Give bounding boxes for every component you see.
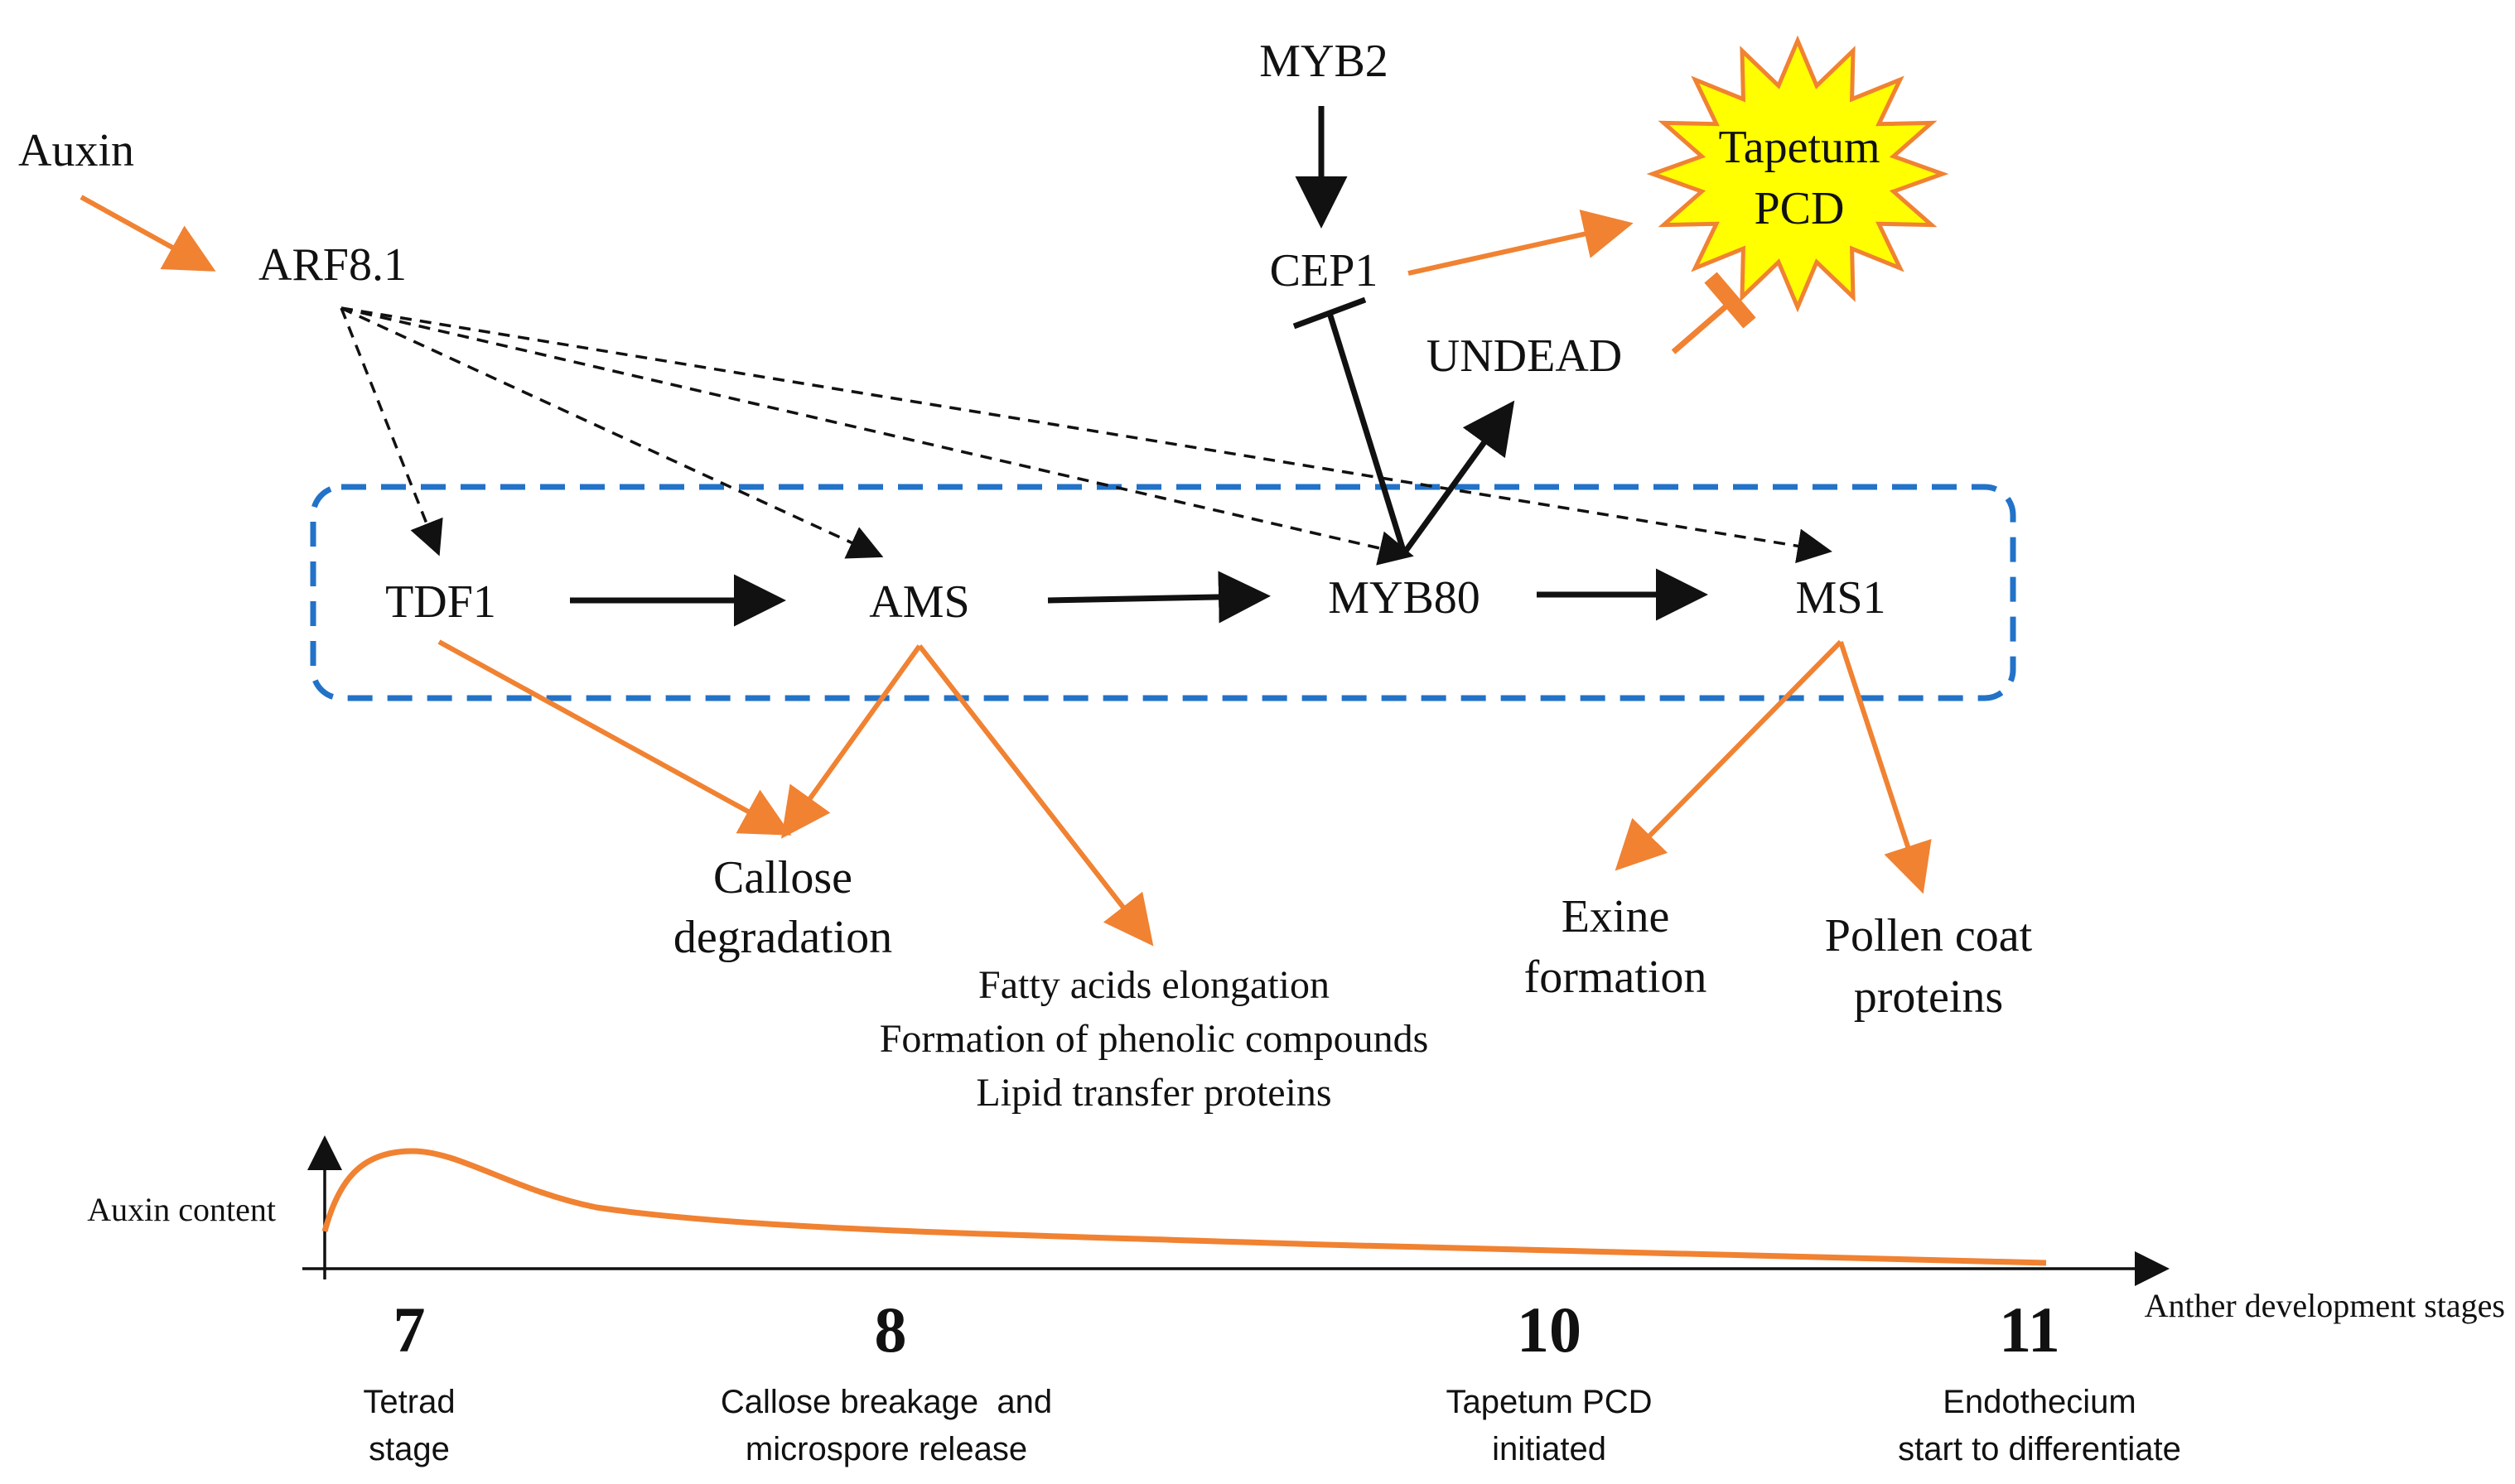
node-arf8: ARF8.1 <box>258 239 407 291</box>
stage-number-8: 8 <box>875 1294 907 1366</box>
stage-desc-10-line2: initiated <box>1492 1431 1606 1467</box>
dashed-arf8-to-myb80 <box>340 306 1414 566</box>
inhibit-myb80-to-cep1-bar <box>1292 296 1367 330</box>
node-tdf1: TDF1 <box>385 576 496 628</box>
stage-number-7: 7 <box>393 1294 426 1366</box>
stage-desc-8-line2: microspore release <box>746 1431 1027 1467</box>
arrow-cep1-to-pcd <box>1407 210 1634 276</box>
arrow-ams-to-targets <box>917 644 1154 947</box>
stage-number-10: 10 <box>1517 1294 1581 1366</box>
stage-desc-11-line2: start to differentiate <box>1898 1431 2181 1467</box>
y-axis-label: Auxin content <box>87 1191 276 1228</box>
outcome-pollen-line1: Pollen coat <box>1825 910 2033 961</box>
outcome-ams-target-2: Formation of phenolic compounds <box>880 1017 1429 1061</box>
arrow-ams-to-callose <box>781 644 922 839</box>
node-myb80: MYB80 <box>1328 572 1480 624</box>
stage-number-11: 11 <box>1999 1294 2060 1366</box>
inhibit-myb80-to-cep1 <box>1326 311 1407 555</box>
auxin-content-curve <box>321 1148 2047 1266</box>
outcome-callose-line2: degradation <box>673 912 892 963</box>
node-myb2: MYB2 <box>1259 36 1388 87</box>
arrow-auxin-to-arf8 <box>80 195 216 272</box>
outcome-ams-target-3: Lipid transfer proteins <box>976 1071 1331 1115</box>
node-ams: AMS <box>869 576 969 628</box>
arrow-myb80-to-undead <box>1402 400 1515 556</box>
outcome-pollen-line2: proteins <box>1854 971 2003 1023</box>
stage-desc-8-line1: Callose breakage and <box>721 1384 1052 1420</box>
arrow-ams-to-myb80 <box>1047 571 1271 624</box>
arrow-ms1-to-exine <box>1615 639 1843 871</box>
stage-desc-7-line2: stage <box>369 1431 450 1467</box>
outcome-exine-line1: Exine <box>1562 891 1670 942</box>
dashed-arf8-to-tdf1 <box>340 307 443 556</box>
node-auxin: Auxin <box>18 125 134 176</box>
core-module-box <box>310 484 2016 701</box>
stage-desc-7-line1: Tetrad <box>363 1384 455 1420</box>
node-tapetum-pcd-line1: Tapetum <box>1718 122 1880 173</box>
node-undead: UNDEAD <box>1426 330 1622 382</box>
arrow-ms1-to-pollen-coat <box>1838 641 1932 894</box>
tapetum-pcd-star <box>1646 35 1949 313</box>
stage-desc-11-line1: Endothecium <box>1943 1384 2136 1420</box>
outcome-callose-line1: Callose <box>713 852 852 903</box>
arrow-tdf1-to-callose <box>437 639 792 836</box>
x-axis-label: Anther development stages <box>2145 1287 2505 1324</box>
outcome-exine-line2: formation <box>1524 952 1707 1003</box>
stage-desc-10-line1: Tapetum PCD <box>1446 1384 1653 1420</box>
outcome-ams-target-1: Fatty acids elongation <box>978 963 1330 1007</box>
node-tapetum-pcd-line2: PCD <box>1755 183 1845 234</box>
node-cep1: CEP1 <box>1270 245 1378 296</box>
arf8-dashed-regulations <box>340 306 1832 566</box>
inhibit-undead-to-pcd-bar <box>1704 272 1756 329</box>
dashed-arf8-to-ms1 <box>340 306 1832 564</box>
node-ms1: MS1 <box>1796 572 1886 624</box>
dashed-arf8-to-ams <box>340 306 884 559</box>
